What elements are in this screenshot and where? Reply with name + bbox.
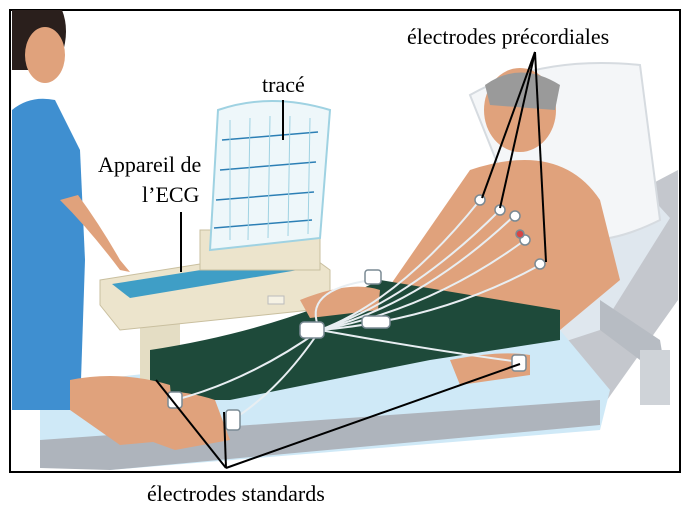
label-trace: tracé (262, 72, 305, 98)
label-ecg-machine-line1: Appareil de (98, 152, 201, 178)
label-standard-electrodes: électrodes standards (147, 481, 325, 507)
label-precordial-electrodes: électrodes précordiales (407, 24, 609, 50)
label-ecg-machine-line2: l’ECG (142, 182, 199, 208)
ecg-paper-trace (210, 101, 330, 250)
